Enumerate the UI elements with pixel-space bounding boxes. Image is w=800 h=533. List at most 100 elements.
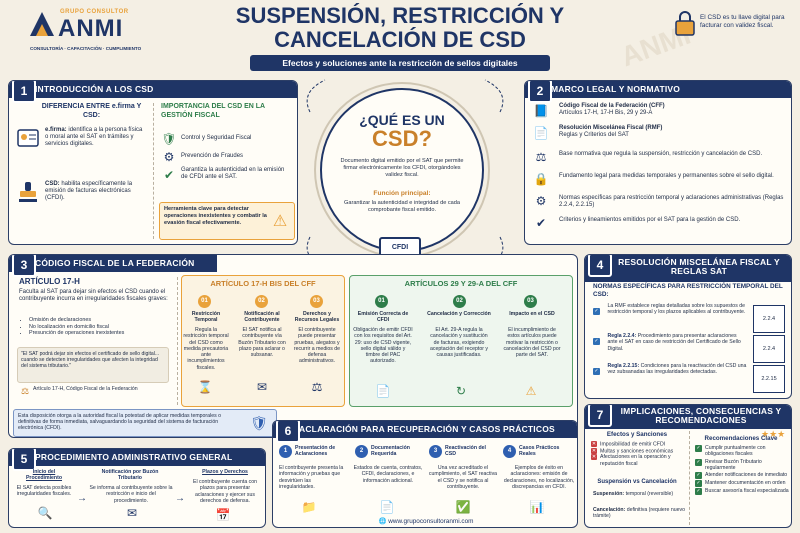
x-icon: ✕: [591, 447, 597, 454]
proc-step-3-title: Plazos y Derechos: [202, 469, 248, 475]
list-item: Omisión de declaraciones: [29, 317, 179, 324]
arrow-right-icon: →: [77, 493, 87, 504]
importance-item-0: Control y Seguridad Fiscal: [181, 135, 252, 141]
center-func-title: Función principal:: [373, 190, 431, 197]
bis-title-3: Derechos y Recursos Legales: [294, 311, 340, 324]
step-1-title: Presentación de Aclaraciones: [295, 445, 336, 458]
gavel-icon: ⚖: [311, 380, 323, 394]
importance-title: IMPORTANCIA DEL CSD EN LA GESTIÓN FISCAL: [161, 103, 265, 119]
check-circle-icon: ✔: [535, 216, 547, 230]
proc-step-2-desc: Se informa al contribuyente sobre la res…: [89, 485, 173, 504]
diff-title: DIFERENCIA ENTRE e.firma Y CSD:: [41, 103, 142, 119]
check-icon: ✓: [695, 445, 702, 452]
center-title: ¿QUÉ ES UN: [359, 112, 445, 128]
bis-badge-1: 01: [198, 295, 211, 308]
check-icon: ✓: [593, 338, 600, 346]
svc-item-1: Cancelación: definitiva (requiere nuevo …: [593, 507, 685, 520]
bis-title-1: Restricción Temporal: [191, 311, 221, 324]
check-icon: ✓: [695, 472, 702, 480]
title-line-2: CANCELACIÓN DE CSD: [274, 27, 526, 52]
stars-icon: ★★★: [761, 429, 786, 439]
center-desc: Documento digital emitido por el SAT que…: [340, 158, 464, 178]
x-icon: ✕: [591, 441, 597, 447]
bis-title-2: Notificación al Contribuyente: [244, 311, 280, 324]
magnifier-icon: 🔍: [37, 506, 53, 520]
step-4-title: Casos Prácticos Reales: [519, 445, 560, 458]
check-icon: ✓: [695, 458, 702, 466]
envelope-icon: ✉: [256, 380, 268, 394]
effects-title: Efectos y Sanciones: [606, 431, 668, 438]
subtitle-ribbon: Efectos y soluciones ante la restricción…: [250, 55, 550, 71]
section-procedure: PROCEDIMIENTO ADMINISTRATIVO GENERAL 5 I…: [8, 448, 266, 528]
rmf-item-0: ✓ La RMF establece reglas detalladas sob…: [593, 303, 746, 316]
legal-item-3: Fundamento legal para medidas temporales…: [559, 173, 774, 179]
importance-item-2: Garantiza la autenticidad en la emisión …: [181, 167, 285, 181]
website-link[interactable]: 🌐 www.grupoconsultoranmi.com: [378, 518, 474, 525]
document-icon: 📄: [379, 500, 395, 514]
list-item: Presunción de operaciones inexistentes: [29, 330, 179, 337]
check-icon: ✓: [593, 308, 600, 316]
folder-icon: 📁: [301, 500, 317, 514]
calendar-icon: 📅: [215, 508, 231, 522]
center-func: Garantizar la autenticidad e integridad …: [344, 200, 460, 213]
section-7-header: IMPLICACIONES, CONSECUENCIAS Y RECOMENDA…: [585, 405, 791, 429]
svc-title: Suspensión vs Cancelación: [597, 479, 677, 485]
laptop-label: CFDI: [391, 244, 409, 251]
document-check-icon: 📄: [375, 384, 391, 398]
art17h-list: Omisión de declaraciones No localización…: [21, 317, 179, 337]
rule-doc-icon: 2.2.4: [753, 305, 785, 333]
stamp-icon: [17, 181, 39, 203]
rmf-item-1: ✓ Regla 2.2.4: Procedimiento para presen…: [593, 333, 741, 352]
art17h-intro: Faculta al SAT para dejar sin efectos el…: [19, 289, 168, 303]
check-icon: ✔: [163, 168, 175, 182]
step-badge-3: 3: [429, 445, 442, 458]
legal-item-5: Criterios y lineamientos emitidos por el…: [559, 217, 741, 223]
book-icon: 📘: [533, 104, 549, 118]
shield-icon: 🛡: [161, 132, 177, 146]
bis-badge-2: 02: [255, 295, 268, 308]
globe-icon: 🌐: [378, 518, 387, 525]
legal-item-4: Normas específicas para restricción temp…: [559, 195, 784, 209]
section-3-number: 3: [12, 255, 36, 277]
refresh-icon: ↻: [455, 384, 467, 398]
shield-check-icon: 🛡: [250, 414, 268, 431]
arrow-right-icon: →: [175, 493, 185, 504]
rec-title: Recomendaciones Clave: [704, 435, 778, 442]
proc-step-2-title: Notificación por Buzón Tributario: [101, 469, 159, 482]
document-icon: 📄: [533, 126, 549, 140]
envelope-icon: ✉: [126, 506, 138, 520]
step-2-title: Documentación Requerida: [371, 445, 410, 458]
step-4-desc: Ejemplos de éxito en aclaraciones: emisi…: [503, 465, 575, 490]
proc-step-3-desc: El contribuyente cuenta con plazos para …: [192, 479, 258, 504]
legal-item-2: Base normativa que regula la suspensión,…: [559, 151, 763, 157]
list-item: No localización en domicilio fiscal: [29, 324, 179, 331]
art17h-quote: "El SAT podrá dejar sin efectos el certi…: [17, 347, 169, 383]
section-4-number: 4: [588, 255, 612, 277]
center-circle: ¿QUÉ ES UN CSD? Documento digital emitid…: [320, 88, 484, 252]
scales-icon: ⚖: [535, 150, 547, 164]
warning-icon: ⚠: [525, 384, 537, 398]
proc-step-1-desc: El SAT detecta posibles irregularidades …: [16, 485, 72, 498]
art29-desc-2: El Art. 29-A regula la cancelación y sus…: [430, 327, 488, 359]
art29-title-1: Emisión Correcta de CFDI: [357, 311, 409, 324]
art29-badge-3: 03: [524, 295, 537, 308]
rmf-subtitle: NORMAS ESPECÍFICAS PARA RESTRICCIÓN TEMP…: [593, 283, 783, 298]
logo-tagline: CONSULTORÍA · CAPACITACIÓN · CUMPLIMIENT…: [30, 46, 142, 51]
id-card-icon: [17, 127, 39, 149]
section-clarification: ACLARACIÓN PARA RECUPERACIÓN Y CASOS PRÁ…: [272, 420, 578, 528]
logo-group: GRUPO CONSULTOR: [60, 9, 129, 15]
section-1-header: INTRODUCCIÓN A LOS CSD: [9, 81, 297, 98]
importance-item-1: Prevención de Fraudes: [181, 153, 244, 159]
gavel-icon: ⚖: [20, 385, 30, 396]
section-implications: IMPLICACIONES, CONSECUENCIAS Y RECOMENDA…: [584, 404, 792, 528]
art29-title-3: Impacto en el CSD: [509, 311, 555, 317]
lock-icon: [674, 10, 696, 36]
check-icon: ✓: [695, 488, 702, 496]
step-1-desc: El contribuyente presenta la información…: [279, 465, 344, 490]
step-badge-2: 2: [355, 445, 368, 458]
rule-doc-icon: 2.2.15: [753, 365, 785, 393]
bis-desc-3: El contribuyente puede presentar pruebas…: [293, 327, 341, 365]
section-4-header: RESOLUCIÓN MISCELÁNEA FISCAL Y REGLAS SA…: [585, 255, 791, 282]
chart-icon: 📊: [529, 500, 545, 514]
warning-icon: ⚠: [272, 213, 288, 230]
